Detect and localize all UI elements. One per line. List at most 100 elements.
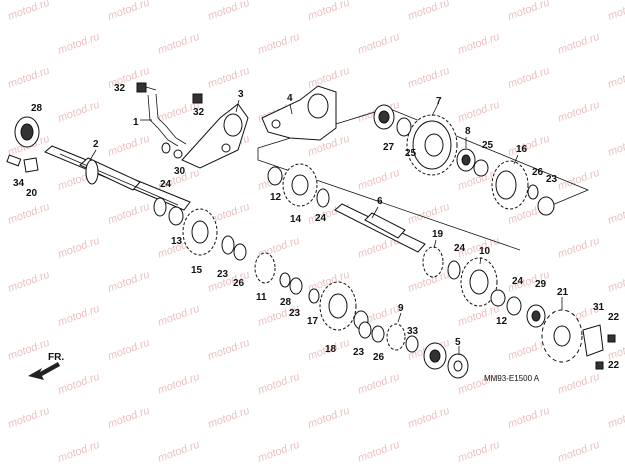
watermark-text: motod.ru	[506, 133, 551, 159]
washer-part-24-mid	[447, 260, 461, 280]
part-number-label: 29	[535, 279, 547, 290]
watermark-text: motod.ru	[356, 167, 401, 193]
part-number-label: 4	[287, 93, 293, 104]
part-number-label: 25	[482, 140, 494, 151]
part-number-label: 24	[512, 276, 524, 287]
gear-part-15	[182, 208, 218, 256]
part-number-label: 24	[315, 213, 327, 224]
part-number-label: 3	[238, 89, 244, 100]
bearing-part-28	[14, 116, 40, 148]
leader-lines	[89, 99, 563, 355]
washer-part-24-right	[506, 296, 522, 316]
watermark-text: motod.ru	[206, 269, 251, 295]
part-number-label: 31	[593, 302, 605, 313]
watermark-text: motod.ru	[56, 303, 101, 329]
part-number-label: 17	[307, 316, 319, 327]
part-number-label: 16	[516, 144, 528, 155]
washer-part-20	[23, 157, 39, 173]
diagram-code: MM93-E1500 A	[484, 374, 540, 383]
watermark-text: motod.ru	[156, 31, 201, 57]
washer-part-25-right	[473, 159, 489, 177]
bolt-part-22-b	[595, 361, 604, 370]
gear-part-14	[282, 163, 318, 207]
gear-part-7	[406, 114, 458, 176]
watermark-text: motod.ru	[206, 337, 251, 363]
part-number-label: 24	[160, 179, 172, 190]
plate-part-4	[261, 85, 337, 141]
part-number-label: 28	[31, 103, 43, 114]
washer-part-26-right	[527, 184, 539, 200]
watermark-text: motod.ru	[506, 0, 551, 23]
watermark-text: motod.ru	[106, 337, 151, 363]
watermark-text: motod.ru	[156, 371, 201, 397]
watermark-text: motod.ru	[56, 235, 101, 261]
watermark-text: motod.ru	[6, 0, 51, 23]
bolt-part-34	[6, 154, 22, 167]
washer-part-25-top	[396, 117, 412, 137]
part-number-label: 26	[532, 167, 544, 178]
part-number-label: 32	[193, 107, 205, 118]
circlip-part-23-a	[221, 235, 235, 255]
part-number-label: 15	[191, 265, 203, 276]
watermark-text: motod.ru	[456, 31, 501, 57]
gear-part-19	[422, 246, 444, 278]
watermark-text: motod.ru	[556, 235, 601, 261]
watermark-text: motod.ru	[306, 405, 351, 431]
part-number-label: 10	[479, 246, 491, 257]
part-number-label: 23	[353, 347, 365, 358]
watermark-text: motod.ru	[456, 439, 501, 465]
part-number-label: 2	[93, 139, 99, 150]
seal-part-29	[526, 304, 546, 328]
gear-part-16	[491, 160, 529, 210]
washer-part-24-bottom	[405, 335, 419, 353]
part-number-label: 5	[455, 337, 461, 348]
watermark-text: motod.ru	[606, 65, 625, 91]
front-direction-label: FR.	[48, 352, 64, 363]
part-number-label: 9	[398, 303, 404, 314]
watermark-text: motod.ru	[6, 405, 51, 431]
plate-part-31	[582, 324, 604, 357]
watermark-text: motod.ru	[6, 201, 51, 227]
part-number-label: 21	[557, 287, 569, 298]
watermark-text: motod.ru	[156, 439, 201, 465]
watermark-text: motod.ru	[106, 133, 151, 159]
part-number-label: 25	[405, 148, 417, 159]
watermark-text: motod.ru	[206, 0, 251, 23]
bracket-part-1	[147, 93, 187, 154]
part-number-label: 26	[233, 278, 245, 289]
part-number-label: 7	[436, 96, 442, 107]
watermark-text: motod.ru	[406, 0, 451, 23]
bearing-part-33	[423, 342, 447, 370]
mainshaft-part	[44, 145, 191, 211]
watermark-text: motod.ru	[206, 65, 251, 91]
sprocket-part-21	[541, 309, 583, 363]
bearing-part-12-lower	[490, 289, 506, 307]
watermark-text: motod.ru	[506, 405, 551, 431]
part-number-label: 23	[546, 174, 558, 185]
watermark-text: motod.ru	[106, 0, 151, 23]
countershaft-group-outline-lower	[257, 148, 521, 251]
bolt-part-32-b	[192, 93, 203, 104]
part-number-label: 1	[133, 117, 139, 128]
part-number-label: 11	[256, 292, 267, 303]
watermark-text: motod.ru	[306, 0, 351, 23]
watermark-text: motod.ru	[6, 269, 51, 295]
part-number-label: 30	[174, 166, 186, 177]
washer-part-26-a	[233, 243, 247, 261]
bearing-part-27	[373, 104, 395, 130]
part-number-label: 8	[465, 126, 471, 137]
part-number-label: 23	[289, 308, 301, 319]
watermark-text: motod.ru	[606, 133, 625, 159]
watermark-text: motod.ru	[506, 65, 551, 91]
watermark-text: motod.ru	[406, 65, 451, 91]
watermark-text: motod.ru	[356, 371, 401, 397]
watermark-text: motod.ru	[56, 99, 101, 125]
watermark-text: motod.ru	[56, 439, 101, 465]
watermark-text: motod.ru	[456, 99, 501, 125]
part-number-label: 18	[325, 344, 337, 355]
part-number-label: 34	[13, 178, 25, 189]
